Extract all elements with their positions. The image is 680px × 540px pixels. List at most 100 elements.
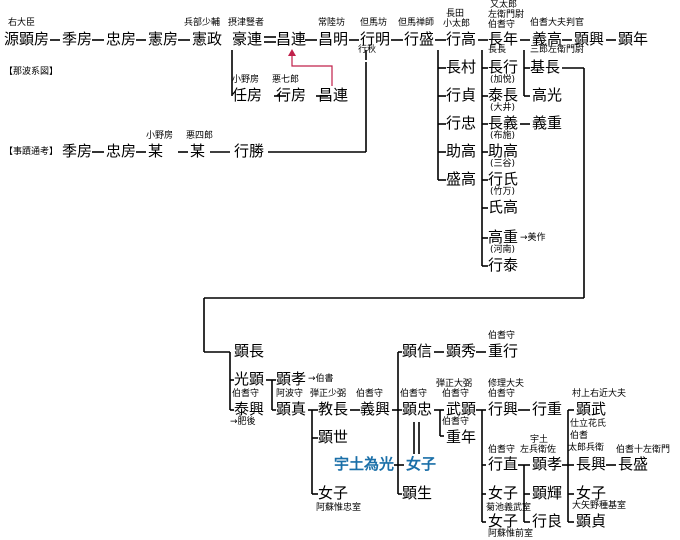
person: 高重	[488, 228, 519, 246]
note: 小野房	[232, 75, 260, 85]
person: 長盛	[618, 455, 649, 473]
note: 小太郎	[443, 19, 471, 29]
person: 豪連	[232, 30, 263, 48]
person: 顕忠	[402, 400, 433, 418]
person: 行直	[488, 455, 519, 473]
person: 顕長	[234, 342, 265, 360]
person: 助高	[488, 142, 519, 160]
person: 女子	[488, 484, 519, 502]
person: 基長	[530, 58, 561, 76]
note: 右大臣	[8, 18, 36, 28]
person: 顕孝	[532, 455, 563, 473]
person: 行房	[276, 86, 307, 104]
person: 教長	[318, 400, 349, 418]
note: →伯書	[308, 374, 334, 384]
person: 顕生	[402, 484, 433, 502]
person: 長村	[446, 58, 477, 76]
person: 某	[148, 142, 164, 160]
person: 昌連	[318, 86, 349, 104]
note: 伯耆守	[356, 389, 384, 399]
note: 弾正少弼	[310, 389, 347, 399]
note: 伯耆	[570, 431, 589, 441]
person-highlighted: 女子	[406, 455, 437, 473]
person: 行明	[360, 30, 391, 48]
person: 季房	[62, 142, 93, 160]
person: 顕武	[576, 400, 607, 418]
red-arrowhead	[288, 49, 296, 56]
note: 但馬坊	[360, 18, 388, 28]
note: 常陸坊	[318, 18, 346, 28]
note: 伯耆守	[232, 389, 260, 399]
person: 季房	[62, 30, 93, 48]
person: 顕真	[276, 400, 307, 418]
person: 忠房	[106, 142, 137, 160]
person: 行興	[488, 400, 519, 418]
note: (布施)	[490, 131, 516, 141]
person: 女子	[488, 512, 519, 530]
note: 伯耆守	[488, 331, 516, 341]
person: 長義	[488, 114, 519, 132]
note: 修理大夫	[488, 379, 525, 389]
person: 重年	[446, 428, 477, 446]
person: 義興	[360, 400, 391, 418]
person: 顕世	[318, 428, 349, 446]
person: 義重	[532, 114, 563, 132]
note: 伯耆守	[400, 389, 428, 399]
person: 氏高	[488, 198, 519, 216]
person: 顕孝	[276, 370, 307, 388]
note: 阿蘇惟忠室	[316, 503, 362, 513]
person: 行泰	[488, 256, 519, 274]
note: (竹万)	[490, 187, 516, 197]
person: 行高	[446, 30, 477, 48]
note: 伯耆大夫判官	[530, 18, 585, 28]
person: 助高	[446, 142, 477, 160]
person: 行良	[532, 512, 563, 530]
note: →肥後	[230, 417, 256, 427]
person: 長年	[488, 30, 519, 48]
person: 顕輝	[532, 484, 563, 502]
note: 村上右近大夫	[572, 389, 627, 399]
note: 大矢野種基室	[572, 501, 627, 511]
note: 伯耆守	[442, 417, 470, 427]
note: 兵部少輔	[184, 18, 221, 28]
note: 太郎兵衛	[568, 443, 605, 453]
person-highlighted: 宇土為光	[334, 455, 395, 473]
person: 行重	[532, 400, 563, 418]
note: (大井)	[490, 103, 516, 113]
person: 某	[190, 142, 206, 160]
note: (三谷)	[490, 159, 516, 169]
note: 摂津豎者	[228, 18, 265, 28]
person: 長興	[576, 455, 607, 473]
note: 阿波守	[276, 389, 304, 399]
note: 弾正大弼	[436, 379, 473, 389]
person: 高光	[532, 86, 563, 104]
person: 顕信	[402, 342, 433, 360]
person: 義高	[532, 30, 563, 48]
note: 悪四郎	[186, 131, 214, 141]
person: 顕貞	[576, 512, 607, 530]
note: 伯耆十左衛門	[616, 445, 671, 455]
person: 行氏	[488, 170, 519, 188]
note: 長田	[446, 9, 465, 19]
note: (河南)	[490, 245, 516, 255]
person: 長行	[488, 58, 519, 76]
person: 憲房	[148, 30, 179, 48]
person: 忠房	[106, 30, 137, 48]
source-label: 【那波系図】	[4, 67, 59, 77]
person: 行貞	[446, 86, 477, 104]
source-label: 【事蹟通考】	[4, 147, 59, 157]
person: 源顕房	[4, 30, 50, 48]
note: 菊池義武室	[486, 503, 532, 513]
note: 悪七郎	[272, 75, 300, 85]
person: 光顕	[234, 370, 265, 388]
note: 左衛門尉	[488, 10, 525, 20]
note: 三郎左衛門尉	[530, 45, 585, 55]
note: 阿蘇惟前室	[488, 529, 534, 539]
person: 女子	[576, 484, 607, 502]
note: →美作	[520, 233, 546, 243]
red-arrow-line	[291, 54, 333, 86]
note: 伯耆守	[488, 445, 516, 455]
note: 又太郎	[490, 0, 518, 10]
